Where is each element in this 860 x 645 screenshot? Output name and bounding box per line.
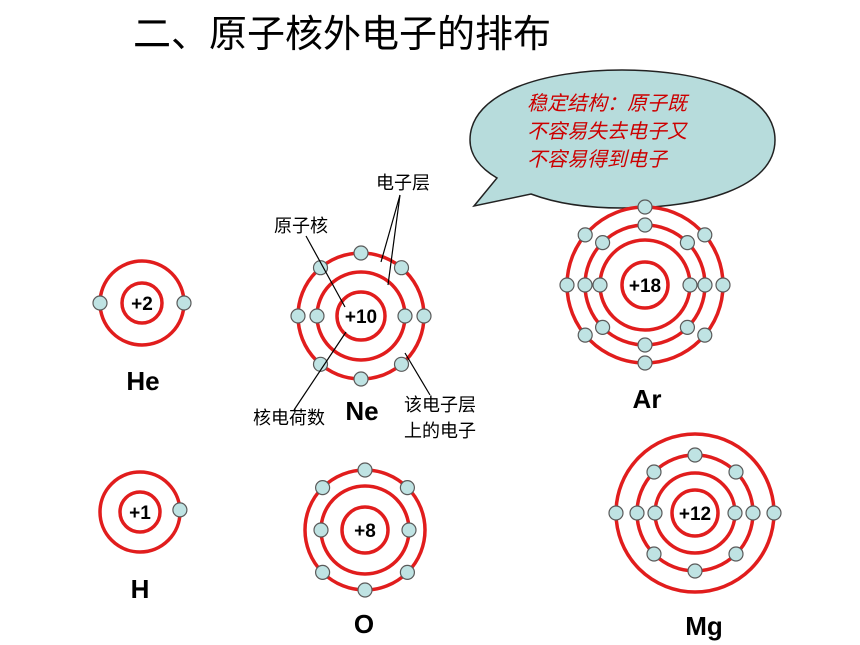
ar-electron (637, 199, 653, 215)
o-electron (357, 462, 373, 478)
mg-electron (608, 505, 624, 521)
bubble-line-1: 稳定结构：原子既 (527, 91, 690, 115)
label-shell-electrons-1: 该电子层 (404, 395, 476, 416)
mg-electron (766, 505, 782, 521)
ne-electron (393, 356, 410, 372)
ne-electron (290, 308, 306, 324)
ar-electron (679, 235, 696, 251)
he-nucleus (120, 281, 164, 325)
bubble-line-3: 不容易得到电子 (527, 147, 669, 171)
mg-electron (727, 505, 743, 521)
element-symbol-o: O (354, 609, 374, 639)
element-symbol-h: H (131, 574, 150, 604)
mg-nucleus (670, 488, 720, 538)
ar-electron (637, 337, 653, 353)
speech-bubble: 稳定结构：原子既 不容易失去电子又 不容易得到电子 (469, 69, 776, 209)
mg-nuclear-charge: +12 (679, 504, 711, 525)
ar-electron (577, 227, 593, 243)
ar-electron (559, 277, 575, 293)
h-nuclear-charge: +1 (129, 503, 151, 524)
o-electron (315, 564, 331, 581)
mg-electron (646, 464, 662, 480)
label-nuclear-charge: 核电荷数 (253, 408, 325, 429)
bubble-shape (469, 69, 776, 209)
annotation-lines (293, 194, 431, 411)
mg-electron (745, 505, 761, 521)
he-electron (92, 295, 108, 311)
ar-electron (577, 327, 593, 343)
ar-electron (637, 355, 653, 371)
ne-electron (397, 308, 413, 324)
atom-ar: Ar +18 (559, 199, 731, 414)
o-nucleus (340, 505, 390, 555)
he-electron (176, 295, 192, 311)
h-electron (172, 502, 188, 518)
nuclear-charge-pointer (293, 331, 347, 411)
ne-nuclear-charge: +10 (345, 307, 377, 328)
element-symbol-mg: Mg (685, 611, 723, 641)
ar-electron (592, 277, 608, 293)
shell-pointer-2 (387, 194, 401, 286)
ne-electron (353, 371, 369, 387)
o-electron (399, 480, 415, 496)
o-electron (313, 522, 329, 538)
o-nuclear-charge: +8 (354, 521, 376, 542)
slide-title: 二、原子核外电子的排布 (133, 12, 551, 56)
ne-electron (393, 260, 410, 276)
mg-electron (728, 546, 744, 562)
mg-electron (728, 464, 744, 480)
ar-electron (697, 277, 713, 293)
o-electron (399, 564, 415, 581)
mg-electron (647, 505, 663, 521)
element-symbol-he: He (126, 366, 159, 396)
atom-ne: Ne +10 (290, 245, 432, 426)
ar-electron (697, 327, 713, 343)
atom-mg: Mg +12 (608, 432, 782, 641)
label-electron-shell: 电子层 (376, 173, 430, 194)
label-shell-electrons-2: 上的电子 (404, 421, 476, 442)
o-electron (315, 480, 331, 496)
ar-electron (682, 277, 698, 293)
mg-electron (629, 505, 645, 521)
bubble-line-2: 不容易失去电子又 (527, 119, 688, 143)
ne-electron (312, 260, 329, 276)
atom-o: O +8 (303, 462, 427, 639)
atom-h: H +1 (98, 470, 188, 604)
atom-he: He +2 (92, 259, 192, 396)
ne-electron (353, 245, 369, 261)
element-symbol-ne: Ne (345, 396, 378, 426)
label-nucleus: 原子核 (274, 216, 328, 237)
shell-electron-pointer (404, 352, 431, 396)
ar-electron (637, 217, 653, 233)
ar-electron (679, 319, 696, 335)
ar-electron (594, 319, 611, 335)
ar-electron (715, 277, 731, 293)
o-electron (357, 582, 373, 598)
ar-electron (697, 227, 713, 243)
nucleus-pointer (305, 235, 346, 308)
ar-electron (577, 277, 593, 293)
ar-electron (594, 235, 611, 251)
mg-electron (646, 546, 662, 562)
o-electron (401, 522, 417, 538)
h-nucleus (118, 490, 162, 534)
mg-electron (687, 447, 703, 463)
shell-pointer-1 (380, 194, 401, 263)
ne-electron (309, 308, 325, 324)
ar-nucleus (620, 260, 670, 310)
he-nuclear-charge: +2 (131, 294, 153, 315)
ar-nuclear-charge: +18 (629, 276, 661, 297)
element-symbol-ar: Ar (633, 384, 662, 414)
mg-electron (687, 563, 703, 579)
ne-nucleus (335, 290, 387, 342)
ne-electron (416, 308, 432, 324)
